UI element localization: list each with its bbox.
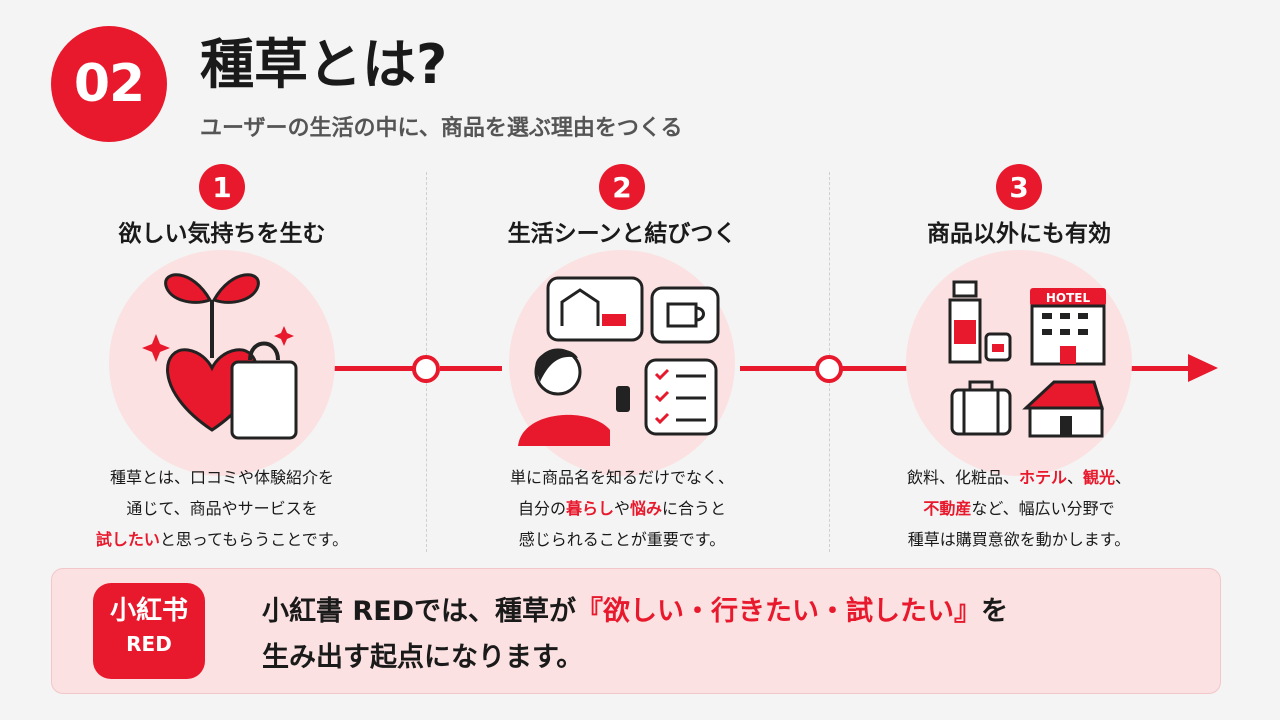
highlight-text: 暮らし xyxy=(565,499,614,518)
step-2-number: 2 xyxy=(599,164,645,210)
description-line: 自分の暮らしや悩みに合うと xyxy=(422,493,822,524)
highlight-text: 悩み xyxy=(630,499,663,518)
text-segment: 、 xyxy=(1115,468,1132,487)
text-segment: を xyxy=(981,596,1009,627)
text-segment: 通じて、商品やサービスを xyxy=(126,499,318,518)
checklist-icon xyxy=(644,358,718,436)
step-2-description: 単に商品名を知るだけでなく、 自分の暮らしや悩みに合うと 感じられることが重要で… xyxy=(422,462,822,555)
step-2-illustration xyxy=(518,276,720,446)
text-segment: など、幅広い分野で xyxy=(971,499,1115,518)
step-1-number: 1 xyxy=(199,164,245,210)
text-segment: 種草とは、口コミや体験紹介を xyxy=(109,468,334,487)
description-line: 不動産など、幅広い分野で xyxy=(819,493,1219,524)
text-segment: 種草は購買意欲を動かします。 xyxy=(907,530,1131,549)
red-logo-bottom: RED xyxy=(126,632,172,656)
timeline-node xyxy=(815,355,843,383)
timeline-segment xyxy=(328,366,420,371)
description-line: 通じて、商品やサービスを xyxy=(22,493,422,524)
footer-callout xyxy=(51,568,1221,694)
description-line: 感じられることが重要です。 xyxy=(422,524,822,555)
text-segment: と思ってもらうことです。 xyxy=(159,530,349,549)
step-1-illustration xyxy=(142,273,298,440)
step-1-heading: 欲しい気持ちを生む xyxy=(118,221,326,247)
step-3-number: 3 xyxy=(996,164,1042,210)
highlight-text: ホテル xyxy=(1018,468,1067,487)
suitcase-icon xyxy=(950,380,1012,436)
text-segment: 自分の xyxy=(517,499,566,518)
red-logo-top: 小紅书 xyxy=(109,596,188,626)
timeline-segment xyxy=(1128,366,1190,371)
hotel-sign: HOTEL xyxy=(1046,291,1091,305)
step-3-description: 飲料、化粧品、ホテル、観光、 不動産など、幅広い分野で 種草は購買意欲を動かしま… xyxy=(819,462,1219,555)
text-segment: 生み出す起点になります。 xyxy=(262,642,584,673)
highlight-text: 観光 xyxy=(1083,468,1116,487)
timeline-segment xyxy=(740,366,818,371)
footer-line: 小紅書 REDでは、種草が『欲しい・行きたい・試したい』を xyxy=(262,589,1202,635)
description-line: 種草は購買意欲を動かします。 xyxy=(819,524,1219,555)
footer-text: 小紅書 REDでは、種草が『欲しい・行きたい・試したい』を 生み出す起点になりま… xyxy=(262,589,1202,681)
description-line: 単に商品名を知るだけでなく、 xyxy=(422,462,822,493)
section-number: 02 xyxy=(73,54,145,114)
step-3-illustration: HOTEL xyxy=(948,280,1106,438)
step-2-heading: 生活シーンと結びつく xyxy=(507,221,737,247)
highlight-text: 不動産 xyxy=(923,499,972,518)
house-icon xyxy=(1022,380,1105,438)
bottle-icon xyxy=(948,280,982,364)
text-segment: 、 xyxy=(1066,468,1083,487)
description-line: 飲料、化粧品、ホテル、観光、 xyxy=(819,462,1219,493)
timeline-node xyxy=(412,355,440,383)
timeline-segment xyxy=(842,366,908,371)
shopping-bag-icon xyxy=(230,341,298,440)
description-line: 種草とは、口コミや体験紹介を xyxy=(22,462,422,493)
page-title: 種草とは? xyxy=(200,33,448,96)
timeline-arrow-icon xyxy=(1188,354,1218,382)
footer-line: 生み出す起点になります。 xyxy=(262,635,1202,681)
text-segment: 小紅書 REDでは、種草が xyxy=(262,596,577,627)
woman-with-phone-icon xyxy=(518,348,630,446)
step-1-description: 種草とは、口コミや体験紹介を 通じて、商品やサービスを 試したいと思ってもらうこ… xyxy=(22,462,422,555)
coffee-cup-icon xyxy=(650,286,720,344)
house-icon xyxy=(546,276,644,342)
page-subtitle: ユーザーの生活の中に、商品を選ぶ理由をつくる xyxy=(200,116,683,141)
sparkle-icon xyxy=(142,326,294,362)
text-segment: 感じられることが重要です。 xyxy=(518,530,726,549)
description-line: 試したいと思ってもらうことです。 xyxy=(22,524,422,555)
highlight-text: 『欲しい・行きたい・試したい』 xyxy=(576,596,982,627)
highlight-text: 試したい xyxy=(95,530,160,549)
timeline-segment xyxy=(440,366,502,371)
hotel-icon: HOTEL xyxy=(1030,288,1106,366)
text-segment: 単に商品名を知るだけでなく、 xyxy=(509,468,734,487)
step-3-heading: 商品以外にも有効 xyxy=(927,221,1111,247)
text-segment: 飲料、化粧品、 xyxy=(906,468,1019,487)
text-segment: や xyxy=(613,499,630,518)
section-number-badge: 02 xyxy=(51,26,167,142)
jar-icon xyxy=(984,332,1012,362)
text-segment: に合うと xyxy=(662,499,727,518)
red-logo: 小紅书 RED xyxy=(93,583,205,679)
